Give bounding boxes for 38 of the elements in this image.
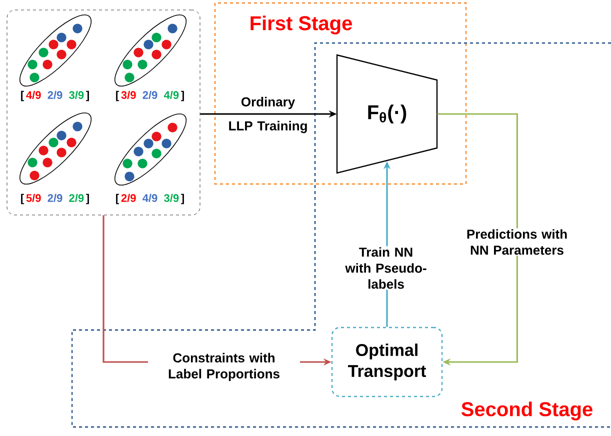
node-label: 3/9 — [69, 90, 84, 100]
node-label: 4/9 — [142, 194, 158, 202]
node-label: ] — [86, 194, 89, 204]
node-label: 5/9 — [26, 194, 41, 202]
edge-label: Ordinary LLP Training — [229, 96, 307, 134]
dashed-panel — [6, 10, 200, 216]
node-label: 4/9 — [26, 90, 41, 100]
edge-label: Constraints with Label Proportions — [148, 352, 300, 382]
node-label: 3/9 — [121, 90, 136, 100]
stage-title: Second Stage — [461, 402, 592, 420]
bag-drawing — [20, 14, 92, 86]
node-label: [ — [21, 90, 24, 102]
node-label: 3/9 — [164, 194, 179, 202]
node-label: 2/9 — [121, 194, 136, 202]
node-label: ] — [181, 194, 184, 204]
edge-label: Predictions with NN Parameters — [461, 228, 573, 256]
bag-drawing — [114, 114, 186, 186]
process-box: Optimal Transport — [331, 326, 443, 398]
proportion-label: [ 2/9 4/9 3/9 ] — [116, 194, 184, 204]
stage-title: First Stage — [250, 16, 352, 34]
node-label: 2/9 — [69, 194, 84, 202]
node-label: 2/9 — [142, 90, 158, 100]
node-label: 4/9 — [164, 90, 179, 100]
node-label: ] — [86, 90, 89, 102]
node-label: [ — [116, 90, 119, 102]
proportion-label: [ 4/9 2/9 3/9 ] — [21, 90, 89, 102]
node-label: [ — [116, 194, 119, 204]
node-label: 2/9 — [48, 194, 62, 202]
node-label: [ — [21, 194, 24, 204]
bag-drawing — [114, 14, 186, 86]
proportion-label: [ 3/9 2/9 4/9 ] — [116, 90, 184, 102]
node-label: 2/9 — [48, 90, 62, 100]
node-label: ] — [181, 90, 184, 102]
arrow — [437, 113, 518, 366]
bag-drawing — [20, 112, 92, 184]
edge-label: Train NN with Pseudo-labels — [342, 246, 430, 290]
network-trapezoid: F$_{θ}$(·) — [336, 54, 438, 174]
proportion-label: [ 5/9 2/9 2/9 ] — [21, 194, 89, 204]
